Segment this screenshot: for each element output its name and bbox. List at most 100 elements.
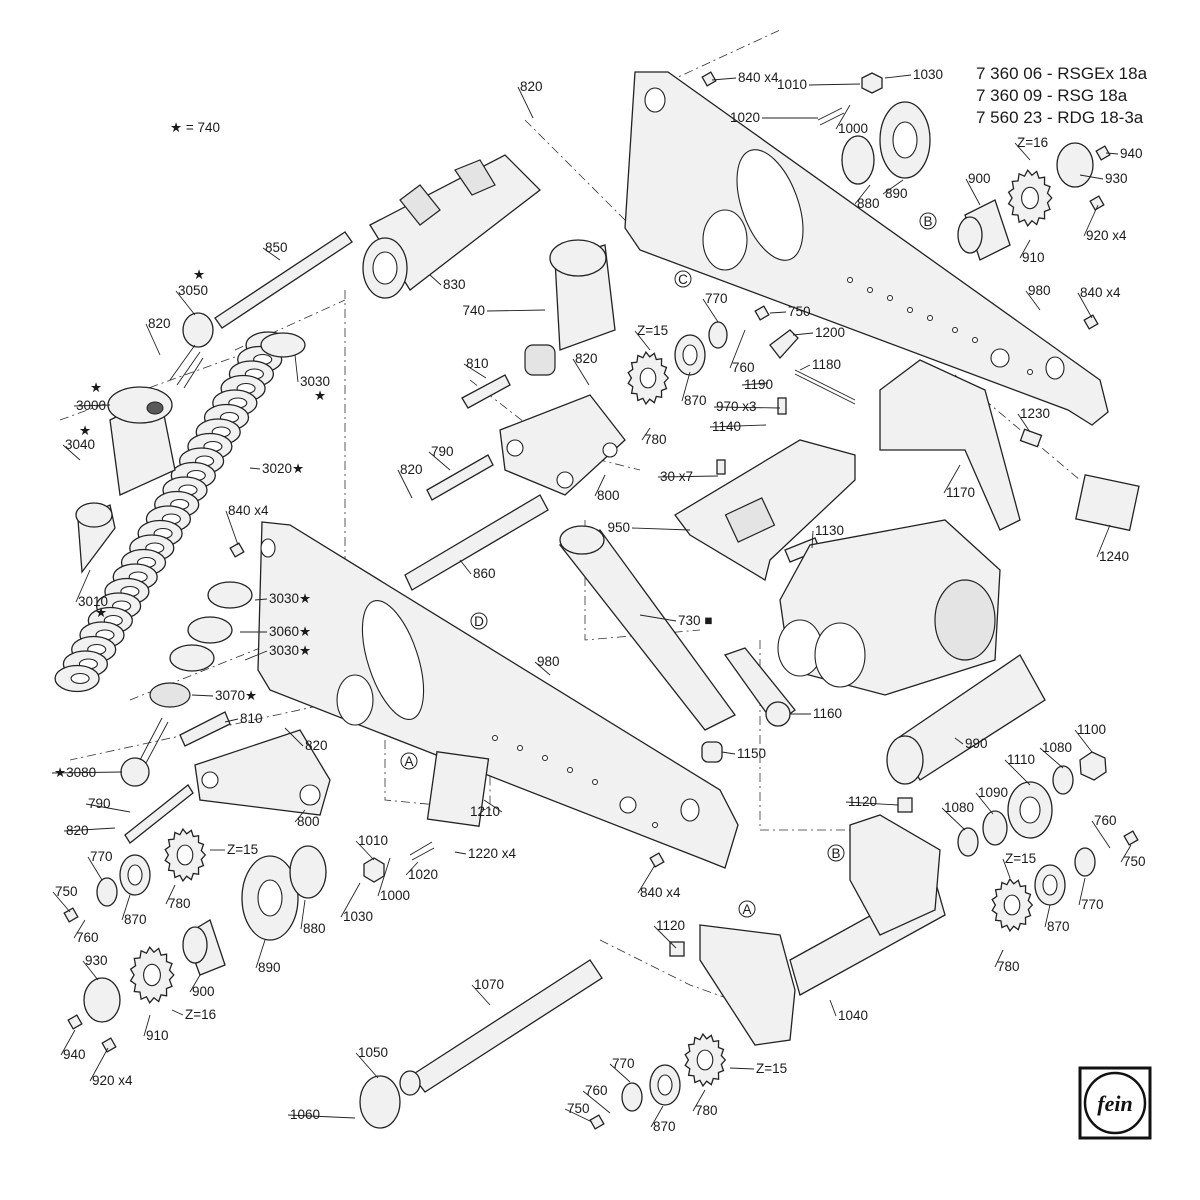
leader-line (741, 382, 769, 386)
leader-line (534, 661, 551, 676)
callout-870: 870 (1047, 919, 1070, 934)
leader-line (808, 83, 861, 86)
callout-1160: 1160 (813, 706, 842, 721)
leader-line (244, 650, 268, 661)
callout-750: 750 (1123, 854, 1146, 869)
callout-1060: 1060 (290, 1107, 320, 1122)
shaft-730 (558, 525, 736, 731)
leader-line (941, 807, 966, 831)
callout-: ★ (193, 267, 205, 282)
callout-30-x7: 30 x7 (660, 469, 693, 484)
callout-3010: 3010 (78, 594, 108, 609)
frame-1040 (699, 814, 946, 1046)
callout-780: 780 (168, 896, 191, 911)
leader-line (73, 919, 86, 939)
callout-820: 820 (400, 462, 423, 477)
callout-3050: 3050 (178, 283, 208, 298)
callout-1240: 1240 (1099, 549, 1129, 564)
callout-800: 800 (297, 814, 320, 829)
spring-ring-hole (70, 672, 90, 685)
callout-740: 740 (462, 303, 485, 318)
callout-3030: 3030★ (269, 591, 311, 606)
leader-line (1077, 292, 1093, 319)
discs (83, 142, 1096, 1129)
callout-990: 990 (965, 736, 988, 751)
callout-980: 980 (1028, 283, 1051, 298)
leader-line (1091, 820, 1111, 849)
plate-hole-row (847, 277, 1033, 375)
callout-950: 950 (607, 520, 630, 535)
lever-1160 (723, 647, 796, 727)
leader-line (637, 864, 656, 894)
leader-line (572, 358, 590, 386)
callout-1090: 1090 (978, 785, 1008, 800)
leader-line (1039, 747, 1064, 769)
callout-1030: 1030 (913, 67, 943, 82)
callout-1130: 1130 (815, 523, 844, 538)
roller-990 (886, 654, 1046, 785)
svg-text:B: B (923, 214, 932, 229)
callout-z-15: Z=15 (1005, 851, 1036, 866)
leader-line (397, 469, 413, 499)
leader-line (721, 751, 736, 755)
callout-970-x3: 970 x3 (716, 399, 757, 414)
callout-1050: 1050 (358, 1045, 388, 1060)
callout-3030: 3030★ (269, 643, 311, 658)
callout-1080: 1080 (944, 800, 974, 815)
leader-line (471, 984, 491, 1006)
sprockets (129, 169, 1053, 1088)
leader-line (692, 1089, 706, 1112)
leader-line (405, 861, 419, 876)
callout-890: 890 (885, 186, 908, 201)
screws (63, 71, 1140, 1130)
callout-: ★ (79, 423, 91, 438)
leader-line (709, 424, 767, 428)
leader-line (882, 179, 904, 195)
callout-z-15: Z=15 (227, 842, 258, 857)
leader-line (811, 530, 814, 549)
callout-: ★ (314, 388, 326, 403)
callout-770: 770 (612, 1056, 635, 1071)
leader-line (1025, 290, 1041, 311)
callout-1080: 1080 (1042, 740, 1072, 755)
leader-line (845, 801, 899, 806)
leader-line (517, 86, 534, 119)
leader-line (965, 178, 981, 206)
sprocket (164, 827, 207, 883)
model-line-3: 7 560 23 - RDG 18-3a (976, 108, 1144, 127)
callout-930: 930 (85, 953, 108, 968)
adjuster-3000 (107, 386, 176, 496)
side-plate-top (624, 71, 1109, 426)
callout-910: 910 (146, 1028, 169, 1043)
leader-line (769, 311, 787, 314)
leader-line (854, 184, 871, 205)
leader-line (355, 840, 375, 861)
leader-line (729, 329, 746, 369)
callout-1200: 1200 (815, 325, 845, 340)
callout-1000: 1000 (838, 121, 868, 136)
leader-line (51, 771, 123, 774)
callout-840-x4: 840 x4 (640, 885, 681, 900)
callout-750: 750 (788, 304, 811, 319)
bolt-3010 (75, 502, 116, 574)
leader-line (711, 77, 737, 81)
leader-line (954, 737, 964, 745)
leader-line (165, 884, 176, 905)
leader-line (835, 104, 851, 130)
spring-stack-3020 (54, 331, 291, 693)
callout-760: 760 (732, 360, 755, 375)
leader-line (639, 614, 677, 622)
leader-line (943, 464, 961, 494)
leader-line (641, 427, 651, 441)
callout-1120: 1120 (656, 918, 685, 933)
callout-810: 810 (240, 711, 263, 726)
damper-740 (524, 239, 616, 376)
leader-line (428, 451, 451, 471)
callout-780: 780 (695, 1103, 718, 1118)
cylinder-830 (362, 154, 541, 299)
leader-line (63, 827, 116, 832)
side-plate-bottom (257, 521, 739, 869)
model-header: 7 360 06 - RSGEx 18a 7 360 09 - RSG 18a … (976, 64, 1148, 127)
leader-line (884, 74, 912, 79)
callout-940: 940 (63, 1047, 86, 1062)
